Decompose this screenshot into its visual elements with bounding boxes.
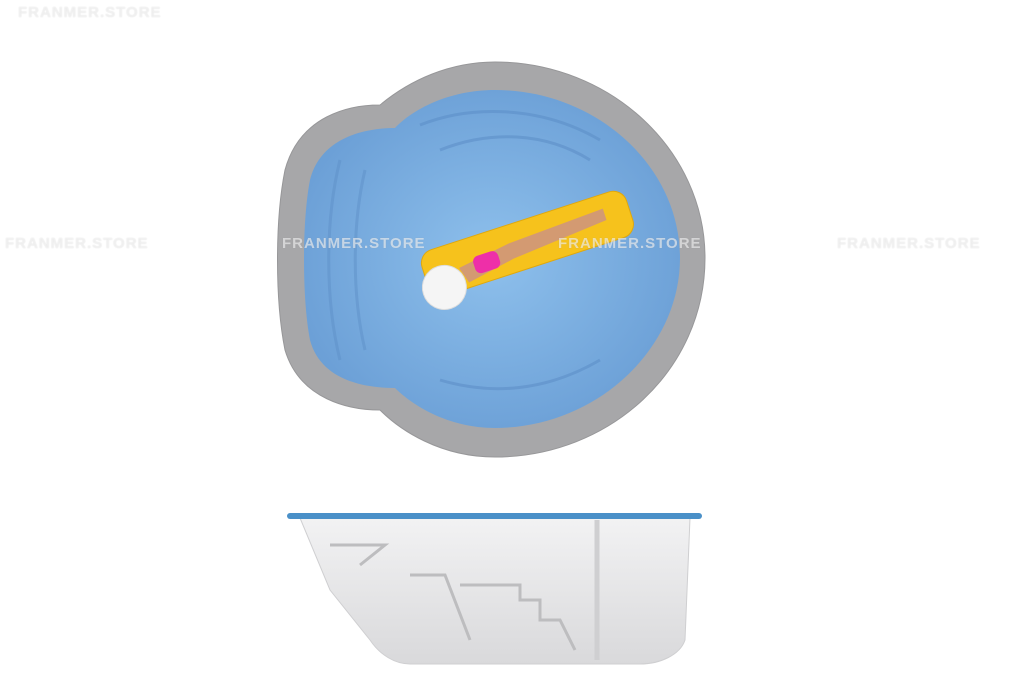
watermark: FRANMER.STORE xyxy=(558,235,702,252)
pool-steps-left xyxy=(327,159,367,361)
watermark: FRANMER.STORE xyxy=(282,235,426,252)
pool-rim xyxy=(287,513,702,519)
bikini xyxy=(473,251,501,274)
watermark: FRANMER.STORE xyxy=(5,235,149,252)
float-with-person xyxy=(420,190,634,310)
pool-shell xyxy=(299,517,691,665)
pool-steps-bottom xyxy=(439,358,601,391)
pool-steps-top xyxy=(419,109,601,162)
pool-side-view xyxy=(287,513,702,665)
watermark: FRANMER.STORE xyxy=(18,4,162,21)
pool-top-view xyxy=(277,61,706,458)
watermark: FRANMER.STORE xyxy=(837,235,981,252)
side-steps xyxy=(330,543,577,651)
sun-hat xyxy=(421,264,467,310)
